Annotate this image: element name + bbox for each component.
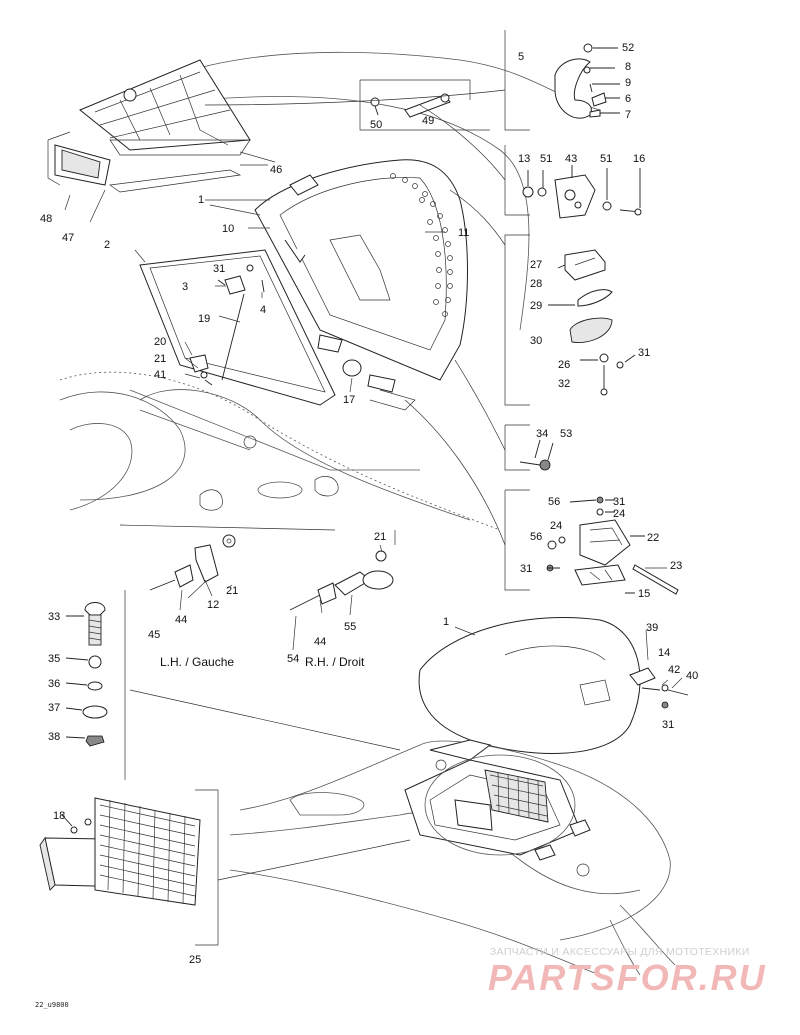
callout-24a: 24 [613,508,625,520]
callout-6: 6 [625,93,631,105]
callout-labels: 1 2 3 4 5 6 7 8 9 10 11 12 13 14 15 16 1… [40,42,698,966]
box-49-50 [359,79,490,131]
callout-49: 49 [422,115,434,127]
callout-50: 50 [370,119,382,131]
reference-code: 22_u9800 [35,1001,69,1009]
callout-21b: 21 [226,585,238,597]
part-25-grille [39,789,219,946]
callout-45: 45 [148,629,160,641]
callout-2: 2 [104,239,110,251]
parts-3-4-19-rod [217,264,265,381]
callout-19: 19 [198,313,210,325]
callout-46: 46 [270,164,282,176]
callout-17: 17 [343,394,355,406]
callout-7: 7 [625,109,631,121]
callout-38: 38 [48,731,60,743]
callout-54: 54 [287,653,299,665]
callout-51a: 51 [540,153,552,165]
callout-13: 13 [518,153,530,165]
callout-16: 16 [633,153,645,165]
caption-left-hand: L.H. / Gauche [160,655,234,669]
callout-21c: 21 [374,531,386,543]
mount-left-hand [119,524,336,591]
lid-perforation [390,173,453,317]
watermark-logo: PARTSFOR.RU [488,957,767,998]
callout-37: 37 [48,702,60,714]
callout-48: 48 [40,213,52,225]
part-1-lid-lower [418,617,689,755]
callout-4: 4 [260,304,266,316]
callout-40: 40 [686,670,698,682]
vehicle-outline-upper [59,51,601,531]
callout-39: 39 [646,622,658,634]
callout-21a: 21 [154,353,166,365]
parts-20-21-41 [189,354,213,386]
callout-44b: 44 [314,636,326,648]
box-27-32-latch [504,234,636,406]
part-1-lid-upper [254,159,468,411]
callout-55: 55 [344,621,356,633]
callout-3: 3 [182,281,188,293]
leader-lines [64,89,683,881]
callout-32: 32 [558,378,570,390]
callout-12: 12 [207,599,219,611]
callout-56b: 56 [530,531,542,543]
callout-34: 34 [536,428,548,440]
callout-11: 11 [458,227,469,239]
part-48-vent [47,131,111,186]
bolt-stack-33-38 [65,590,126,780]
callout-23: 23 [670,560,682,572]
box-34-53 [504,424,554,471]
callout-41: 41 [154,369,166,381]
callout-5: 5 [518,51,524,63]
callout-18: 18 [53,810,65,822]
callout-26: 26 [558,359,570,371]
box-43-hinge [504,145,642,219]
callout-31b: 31 [638,347,650,359]
callout-51b: 51 [600,153,612,165]
mount-right-hand [289,530,396,611]
callout-15: 15 [638,588,650,600]
callout-22: 22 [647,532,659,544]
grille-mesh [99,799,196,905]
callout-47: 47 [62,232,74,244]
callout-8: 8 [625,61,631,73]
watermark-tagline: ЗАПЧАСТИ И АКСЕССУАРЫ ДЛЯ МОТОТЕХНИКИ [490,946,750,958]
part-47-strip [109,169,242,193]
part-46-grille [79,59,251,156]
callout-24b: 24 [550,520,562,532]
callout-52: 52 [622,42,634,54]
callout-14: 14 [658,647,670,659]
callout-35: 35 [48,653,60,665]
callout-27: 27 [530,259,542,271]
callout-29: 29 [530,300,542,312]
callout-28: 28 [530,278,542,290]
callout-10: 10 [222,223,234,235]
callout-56a: 56 [548,496,560,508]
callout-31e: 31 [662,719,674,731]
callout-33: 33 [48,611,60,623]
callout-9: 9 [625,77,631,89]
callout-20: 20 [154,336,166,348]
callout-53: 53 [560,428,572,440]
part-2-seal [139,249,336,406]
callout-31c: 31 [613,496,625,508]
callout-31d: 31 [520,563,532,575]
callout-31a: 31 [213,263,225,275]
callout-25: 25 [189,954,201,966]
callout-36: 36 [48,678,60,690]
vehicle-outline-lower [229,739,676,976]
box-5-bracket [504,30,620,131]
box-22-hinge-plate [504,489,679,595]
caption-right-hand: R.H. / Droit [305,655,365,669]
callout-30: 30 [530,335,542,347]
callout-42: 42 [668,664,680,676]
callout-1: 1 [198,194,204,206]
callout-43: 43 [565,153,577,165]
callout-44a: 44 [175,614,187,626]
callout-1-lower: 1 [443,616,449,628]
